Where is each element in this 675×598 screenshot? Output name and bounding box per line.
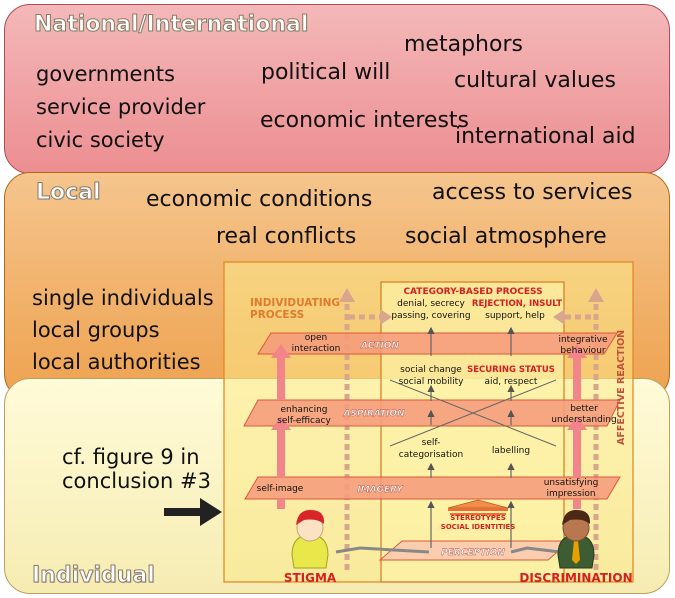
plane-perception-label: PERCEPTION <box>441 548 505 558</box>
factor-service-provider: service provider <box>36 95 206 119</box>
national-title: National/International <box>33 12 309 38</box>
cell-integrative-2: behaviour <box>560 346 606 356</box>
small-grey-arrows <box>427 326 515 548</box>
individuating-label-2: PROCESS <box>250 309 304 321</box>
national-layer <box>4 4 670 174</box>
cell-unsatisfying-2: impression <box>546 489 595 499</box>
factor-local-groups: local groups <box>32 318 160 342</box>
cell-social-identities: SOCIAL IDENTITIES <box>441 523 516 531</box>
plane-imagery <box>244 476 621 500</box>
cell-denial-2: passing, covering <box>391 311 470 321</box>
individuating-label-1: INDIVIDUATING <box>250 297 340 309</box>
plane-aspiration-label: ASPIRATION <box>342 409 405 419</box>
cell-better-1: better <box>570 404 598 414</box>
plane-perception <box>378 540 572 561</box>
cell-better-2: understanding <box>551 415 616 425</box>
factor-governments: governments <box>36 62 175 86</box>
cell-social-change-2: social mobility <box>399 377 465 387</box>
factor-social-atmosphere: social atmosphere <box>405 224 607 249</box>
pointer-arrow-icon <box>164 498 222 526</box>
plane-action-label: ACTION <box>360 341 399 351</box>
cell-labelling: labelling <box>492 446 530 456</box>
cell-stereotypes: STEREOTYPES <box>450 514 506 522</box>
cell-integrative-1: integrative <box>558 335 608 345</box>
cell-securing-title: SECURING STATUS <box>467 365 555 375</box>
discrimination-figure-icon <box>557 509 595 569</box>
stigma-label: STIGMA <box>284 571 337 585</box>
category-box <box>380 281 565 583</box>
category-process-title: CATEGORY-BASED PROCESS <box>403 287 542 297</box>
plane-action <box>257 332 618 355</box>
cell-enhancing-2: self-efficacy <box>277 416 331 426</box>
figure-links <box>335 546 561 554</box>
factor-civic-society: civic society <box>36 128 165 152</box>
cell-open-2: interaction <box>292 344 341 354</box>
note-cross-reference: cf. figure 9 in conclusion #3 <box>62 445 211 493</box>
factor-real-conflicts: real conflicts <box>216 224 357 249</box>
cell-selfcat-2: categorisation <box>399 450 463 460</box>
factor-political-will: political will <box>261 60 391 85</box>
cell-self-image: self-image <box>257 484 304 494</box>
factor-local-authorities: local authorities <box>32 350 201 374</box>
factor-metaphors: metaphors <box>404 32 523 57</box>
cell-rejection-title: REJECTION, INSULT <box>472 299 562 309</box>
factor-cultural-values: cultural values <box>454 68 616 93</box>
local-title: Local <box>36 180 102 206</box>
cross-lines <box>389 379 557 447</box>
cell-selfcat-1: self- <box>422 438 441 448</box>
plane-imagery-label: IMAGERY <box>357 485 404 495</box>
affective-reaction-label: AFFECTIVE REACTION <box>616 330 627 445</box>
cell-denial-1: denial, secrecy <box>397 299 465 309</box>
dashed-arrowheads <box>339 288 604 325</box>
individual-title: Individual <box>32 563 156 589</box>
factor-international-aid: international aid <box>455 124 636 149</box>
stigma-figure-icon <box>291 509 329 569</box>
cell-open-1: open <box>305 333 327 343</box>
cell-securing-2: aid, respect <box>485 377 538 387</box>
cell-rejection-2: support, help <box>485 311 545 321</box>
cell-social-change-1: social change <box>400 365 462 375</box>
stereotypes-temple-icon <box>447 499 509 515</box>
cell-unsatisfying-1: unsatisfying <box>544 478 599 488</box>
factor-access-to-services: access to services <box>432 180 633 205</box>
cell-enhancing-1: enhancing <box>280 405 327 415</box>
factor-economic-conditions: economic conditions <box>146 187 373 212</box>
factor-economic-interests: economic interests <box>260 108 469 133</box>
pink-up-arrows <box>271 344 587 509</box>
discrimination-label: DISCRIMINATION <box>519 571 632 585</box>
factor-single-individuals: single individuals <box>32 286 214 310</box>
